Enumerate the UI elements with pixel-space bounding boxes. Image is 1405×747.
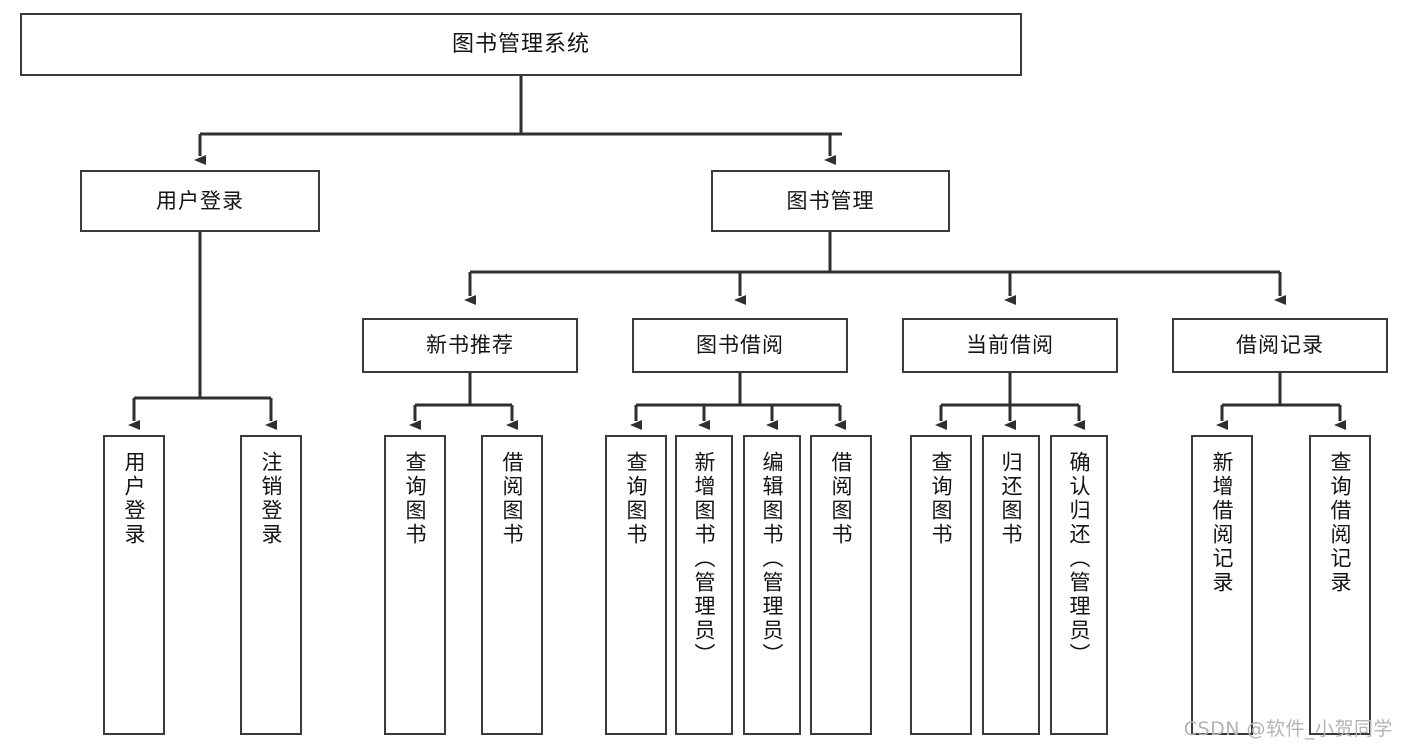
node-label: 借阅记录 [1236, 333, 1324, 358]
node-label: 图书管理系统 [451, 31, 590, 57]
leaf-new-book-query-book[interactable]: 查询图书 [384, 435, 446, 735]
leaf-record-query-record[interactable]: 查询借阅记录 [1309, 435, 1371, 735]
node-label: 归还图书 [999, 451, 1024, 547]
leaf-borrow-edit-book-admin[interactable]: 编辑图书（管理员） [743, 435, 801, 735]
node-label: 查询图书 [403, 451, 428, 547]
leaf-user-login-logout[interactable]: 注销登录 [240, 435, 302, 735]
leaf-current-confirm-return-admin[interactable]: 确认归还（管理员） [1050, 435, 1108, 735]
leaf-current-query-book[interactable]: 查询图书 [910, 435, 972, 735]
node-borrow-record[interactable]: 借阅记录 [1172, 318, 1388, 373]
leaf-borrow-query-book[interactable]: 查询图书 [605, 435, 667, 735]
node-label: 当前借阅 [966, 333, 1054, 358]
node-label: 借阅图书 [500, 451, 525, 547]
node-book-borrow[interactable]: 图书借阅 [632, 318, 848, 373]
node-label: 图书借阅 [696, 333, 784, 358]
node-user-login[interactable]: 用户登录 [80, 170, 320, 232]
leaf-new-book-borrow-book[interactable]: 借阅图书 [481, 435, 543, 735]
node-label: 借阅图书 [829, 451, 854, 547]
node-root-book-management-system[interactable]: 图书管理系统 [20, 13, 1022, 76]
leaf-borrow-add-book-admin[interactable]: 新增图书（管理员） [675, 435, 733, 735]
csdn-watermark: CSDN @软件_小贺同学 [1183, 718, 1393, 740]
node-label: 查询图书 [624, 451, 649, 547]
node-label: 查询图书 [929, 451, 954, 547]
leaf-borrow-borrow-book[interactable]: 借阅图书 [810, 435, 872, 735]
node-label: 新书推荐 [426, 333, 514, 358]
node-label: 注销登录 [259, 451, 284, 547]
node-label: 查询借阅记录 [1328, 451, 1353, 595]
node-current-borrow[interactable]: 当前借阅 [902, 318, 1118, 373]
node-label: 新增图书（管理员） [692, 451, 717, 667]
node-new-book-recommend[interactable]: 新书推荐 [362, 318, 578, 373]
node-label: 编辑图书（管理员） [760, 451, 785, 667]
node-label: 新增借阅记录 [1210, 451, 1235, 595]
leaf-user-login-login[interactable]: 用户登录 [103, 435, 165, 735]
leaf-record-add-record[interactable]: 新增借阅记录 [1191, 435, 1253, 735]
leaf-current-return-book[interactable]: 归还图书 [982, 435, 1040, 735]
node-label: 用户登录 [122, 451, 147, 547]
node-label: 用户登录 [156, 188, 244, 213]
node-label: 确认归还（管理员） [1067, 451, 1092, 667]
node-book-management[interactable]: 图书管理 [711, 170, 950, 232]
node-label: 图书管理 [786, 188, 875, 213]
